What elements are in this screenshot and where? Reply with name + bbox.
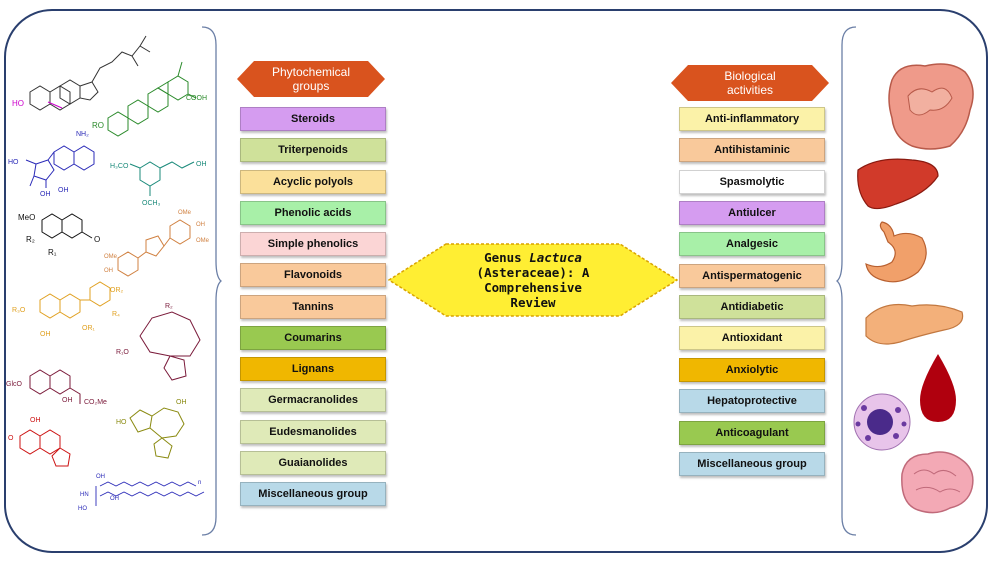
phenolic-och3: OCH₃ [142,200,161,207]
center-title-hexagon: Genus Lactuca (Asteraceae): A Comprehens… [388,243,678,317]
triterpenoid-ro: RO [92,121,104,130]
flavonoid-or2: OR₂ [110,287,124,294]
ceramide-hn: HN [80,492,89,498]
lignan-ome2: OMe [196,238,210,244]
flavonoid-r3o: R₃O [12,307,26,314]
flavonoid-or1: OR₁ [82,325,96,332]
activity-antihistaminic: Antihistaminic [679,138,825,163]
group-germacranolides: Germacranolides [240,388,386,413]
eudesmanolide-oh: OH [62,397,73,404]
ceramide-oh1: OH [96,474,105,480]
flavonoid-structure [39,281,111,319]
activity-spasmolytic: Spasmolytic [679,169,825,194]
adenosine-oh1: OH [40,191,51,198]
phytochemical-header-line2: groups [292,79,330,93]
steroid-ho: HO [12,99,24,108]
group-steroids: Steroids [240,107,386,131]
activity-analgesic: Analgesic [679,232,825,257]
steroid-structure [29,35,151,111]
germacranolide-structure [139,311,201,381]
germacranolide-r1o: R₁O [116,349,129,356]
phytochemical-header-line1: Phytochemical [271,65,351,79]
activity-antioxidant: Antioxidant [679,326,825,351]
eudesmanolide-co2me: CO₂Me [84,399,107,406]
guaianolide-oh: OH [176,399,187,406]
triterpenoid-cooh: COOH [186,95,207,102]
activity-hepatoprotective: Hepatoprotective [679,389,825,414]
phenolic-oh: OH [196,161,207,168]
group-flavonoids: Flavonoids [240,263,386,288]
activity-antispermatogenic: Antispermatogenic [679,263,825,288]
group-phenolic-acids: Phenolic acids [240,200,386,225]
coumarin-r1: R₁ [48,248,57,257]
center-title-genus: Genus [484,250,530,265]
right-bracket [836,26,857,536]
germacranolide-r2: R₂ [165,303,173,310]
left-bracket [201,26,222,536]
adenosine-ho: HO [8,159,19,166]
lignan-ome3: OMe [104,254,118,260]
phenolic-acid-structure [129,161,195,196]
biological-header-line1: Biological [724,69,776,83]
lignan-oh2: OH [104,268,113,274]
guaianolide-ho: HO [116,419,127,426]
group-lignans: Lignans [240,357,386,381]
eudesmanolide-structure [29,369,81,404]
triterpenoid-structure [107,61,197,137]
group-miscellaneous-group: Miscellaneous group [240,482,386,506]
center-title-lactuca: Lactuca [529,250,582,265]
group-eudesmanolides: Eudesmanolides [240,419,386,444]
chemical-structures: HO COOH RO NH₂ HO OH OH H₃CO OH OCH₃ MeO… [6,35,210,512]
adenosine-structure [25,145,95,188]
center-title-line2: (Asteraceae): A [476,265,590,280]
ceramide-n: n [198,480,201,486]
lactone-oh: OH [30,417,41,424]
group-coumarins: Coumarins [240,325,386,350]
lignan-structure [117,219,191,277]
adenosine-oh2: OH [58,187,69,194]
flavonoid-r4: R₄ [112,311,120,318]
activity-antiulcer: Antiulcer [679,201,825,226]
coumarin-r2: R₂ [26,235,35,244]
activity-anticoagulant: Anticoagulant [679,420,825,445]
group-acyclic-polyols: Acyclic polyols [240,169,386,194]
coumarin-o: O [94,235,100,244]
phenolic-h3co: H₃CO [110,163,129,170]
lactone-o: O [8,435,14,442]
group-tannins: Tannins [240,294,386,319]
ceramide-oh2: OH [110,496,119,502]
group-triterpenoids: Triterpenoids [240,138,386,163]
center-title-line3: Comprehensive [484,280,582,295]
outer-frame [4,9,988,553]
activity-anti-inflammatory: Anti-inflammatory [679,107,825,131]
flavonoid-oh: OH [40,331,51,338]
ceramide-ho: HO [78,506,87,512]
activity-miscellaneous-group: Miscellaneous group [679,451,825,476]
biological-header-line2: activities [726,83,773,97]
activity-antidiabetic: Antidiabetic [679,295,825,320]
center-title-line4: Review [510,295,556,310]
group-guaianolides: Guaianolides [240,450,386,475]
lactone-structure [19,429,71,467]
eudesmanolide-glco: GlcO [6,381,23,388]
adenosine-nh2: NH₂ [76,131,89,138]
coumarin-structure [41,213,93,239]
ceramide-structure [95,481,205,506]
activity-anxiolytic: Anxiolytic [679,357,825,382]
coumarin-meo: MeO [18,213,35,222]
guaianolide-structure [129,407,185,459]
lignan-ome1: OMe [178,210,192,216]
group-simple-phenolics: Simple phenolics [240,232,386,256]
lignan-oh1: OH [196,222,205,228]
